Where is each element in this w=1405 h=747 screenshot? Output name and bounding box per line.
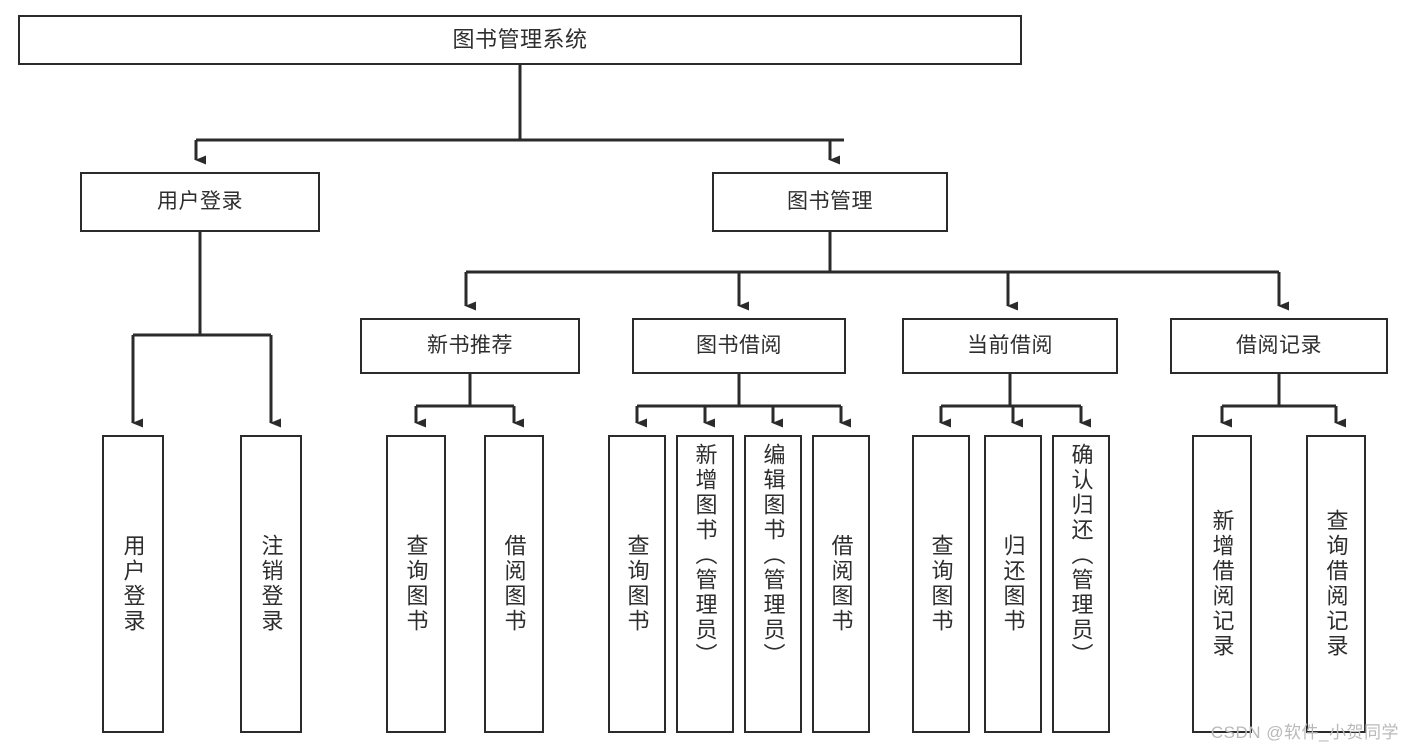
node-leaf-logout[interactable]: 注销登录 [240, 435, 302, 733]
edges-book-manage-to-level2 [464, 232, 1289, 311]
node-leaf-borrow-book-1[interactable]: 借阅图书 [484, 435, 544, 733]
watermark-text: CSDN @软件_小贺同学 [1210, 723, 1399, 742]
node-leaf-borrow-book-2[interactable]: 借阅图书 [812, 435, 870, 733]
node-leaf-query-book-1-label: 查询图书 [403, 534, 429, 634]
edges-root-to-level1 [194, 65, 844, 165]
node-leaf-query-record-label: 查询借阅记录 [1323, 509, 1349, 659]
node-root[interactable]: 图书管理系统 [18, 15, 1022, 65]
edges-book-borrow-to-leaves [635, 374, 851, 428]
node-leaf-user-login[interactable]: 用户登录 [102, 435, 164, 733]
node-new-book-rec-label: 新书推荐 [427, 334, 513, 358]
edges-user-login-to-leaves [131, 232, 281, 428]
node-leaf-confirm-return-label: 确认归还（管理员） [1068, 443, 1094, 668]
node-leaf-query-book-2[interactable]: 查询图书 [608, 435, 666, 733]
node-leaf-query-book-3[interactable]: 查询图书 [912, 435, 970, 733]
node-leaf-query-book-2-label: 查询图书 [624, 534, 650, 634]
node-user-login[interactable]: 用户登录 [80, 172, 320, 232]
node-leaf-user-login-label: 用户登录 [120, 534, 146, 634]
node-new-book-rec[interactable]: 新书推荐 [360, 318, 580, 374]
node-leaf-borrow-book-1-label: 借阅图书 [501, 534, 527, 634]
node-leaf-confirm-return[interactable]: 确认归还（管理员） [1052, 435, 1110, 733]
node-book-borrow-label: 图书借阅 [696, 334, 782, 358]
node-user-login-label: 用户登录 [157, 190, 243, 214]
edges-new-book-rec-to-leaves [414, 374, 524, 428]
node-root-label: 图书管理系统 [452, 26, 588, 52]
node-leaf-add-record[interactable]: 新增借阅记录 [1192, 435, 1252, 733]
node-leaf-query-record[interactable]: 查询借阅记录 [1306, 435, 1366, 733]
node-book-manage-label: 图书管理 [787, 190, 873, 214]
node-book-manage[interactable]: 图书管理 [712, 172, 948, 232]
edges-borrow-record-to-leaves [1220, 374, 1346, 428]
node-leaf-return-book-label: 归还图书 [1000, 534, 1026, 634]
node-leaf-return-book[interactable]: 归还图书 [984, 435, 1042, 733]
node-leaf-query-book-3-label: 查询图书 [928, 534, 954, 634]
node-current-borrow[interactable]: 当前借阅 [902, 318, 1118, 374]
node-leaf-add-record-label: 新增借阅记录 [1209, 509, 1235, 659]
node-borrow-record-label: 借阅记录 [1236, 334, 1322, 358]
node-leaf-edit-book[interactable]: 编辑图书（管理员） [744, 435, 802, 733]
node-leaf-query-book-1[interactable]: 查询图书 [386, 435, 446, 733]
node-book-borrow[interactable]: 图书借阅 [632, 318, 846, 374]
node-leaf-logout-label: 注销登录 [258, 534, 284, 634]
edges-current-borrow-to-leaves [939, 374, 1091, 428]
node-leaf-add-book-label: 新增图书（管理员） [692, 443, 718, 668]
node-leaf-add-book[interactable]: 新增图书（管理员） [676, 435, 734, 733]
node-leaf-borrow-book-2-label: 借阅图书 [828, 534, 854, 634]
node-borrow-record[interactable]: 借阅记录 [1170, 318, 1388, 374]
node-current-borrow-label: 当前借阅 [967, 334, 1053, 358]
node-leaf-edit-book-label: 编辑图书（管理员） [760, 443, 786, 668]
